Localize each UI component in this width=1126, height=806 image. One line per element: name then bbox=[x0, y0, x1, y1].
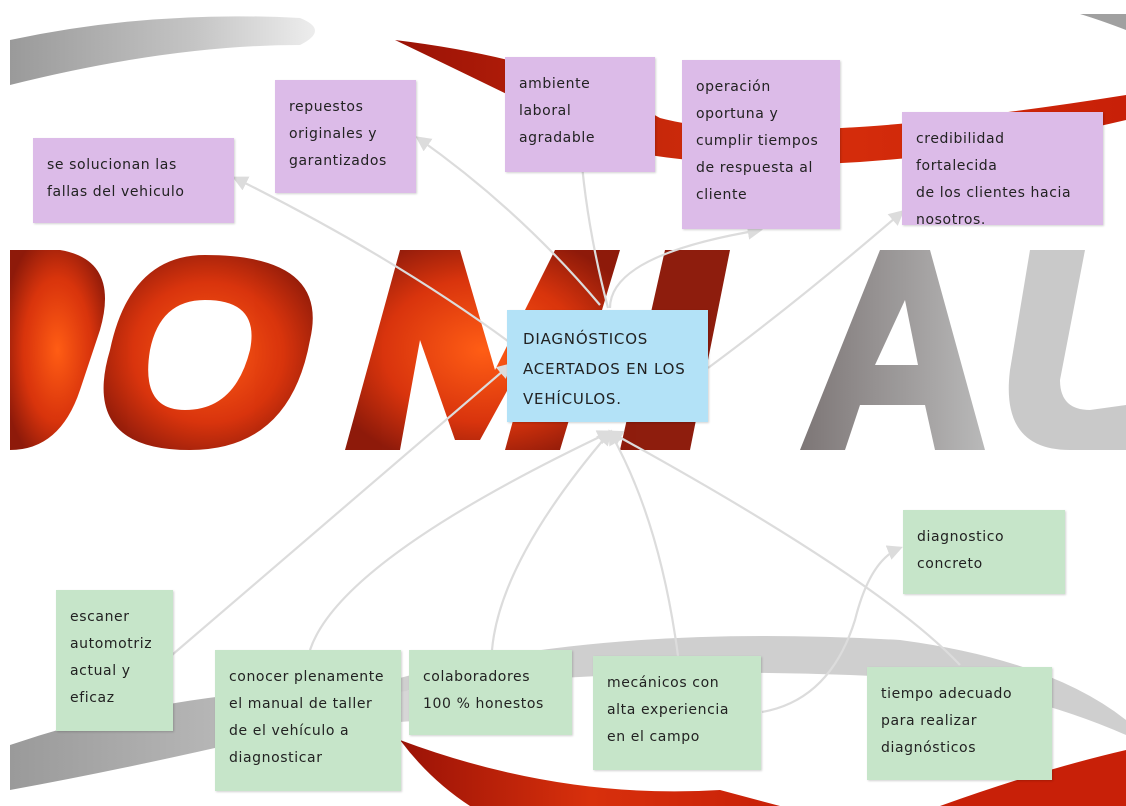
arrow-from-cause-4 bbox=[608, 429, 680, 657]
cause-label-6: tiempo adecuado para realizar diagnóstic… bbox=[881, 686, 1013, 756]
cause-label-1: escaner automotriz actual y eficaz bbox=[70, 609, 153, 706]
cause-label-5: diagnostico concreto bbox=[917, 529, 1005, 572]
arrow-to-effect-1 bbox=[232, 176, 521, 351]
central-topic-label: DIAGNÓSTICOS ACERTADOS EN LOS VEHÍCULOS. bbox=[523, 330, 686, 408]
arrow-to-cause-5 bbox=[761, 545, 903, 714]
effect-label-1: se solucionan las fallas del vehiculo bbox=[47, 157, 185, 200]
effect-node-3[interactable]: ambiente laboral agradable bbox=[505, 57, 655, 172]
effect-label-4: operación oportuna y cumplir tiempos de … bbox=[696, 79, 819, 203]
cause-node-6[interactable]: tiempo adecuado para realizar diagnóstic… bbox=[867, 667, 1052, 780]
arrow-to-effect-5 bbox=[707, 209, 905, 369]
central-topic-node[interactable]: DIAGNÓSTICOS ACERTADOS EN LOS VEHÍCULOS. bbox=[507, 310, 708, 422]
effect-label-3: ambiente laboral agradable bbox=[519, 76, 596, 146]
effect-label-5: credibilidad fortalecida de los clientes… bbox=[916, 131, 1072, 228]
effect-label-2: repuestos originales y garantizados bbox=[289, 99, 387, 169]
cause-node-2[interactable]: conocer plenamente el manual de taller d… bbox=[215, 650, 401, 791]
cause-node-4[interactable]: mecánicos con alta experiencia en el cam… bbox=[593, 656, 761, 770]
cause-node-1[interactable]: escaner automotriz actual y eficaz bbox=[56, 590, 173, 731]
cause-node-3[interactable]: colaboradores 100 % honestos bbox=[409, 650, 572, 735]
cause-label-3: colaboradores 100 % honestos bbox=[423, 669, 544, 712]
effect-node-4[interactable]: operación oportuna y cumplir tiempos de … bbox=[682, 60, 840, 229]
cause-label-4: mecánicos con alta experiencia en el cam… bbox=[607, 675, 730, 745]
arrow-to-effect-4 bbox=[608, 224, 764, 309]
arrow-to-effect-2 bbox=[415, 136, 601, 306]
cause-node-5[interactable]: diagnostico concreto bbox=[903, 510, 1065, 594]
effect-node-2[interactable]: repuestos originales y garantizados bbox=[275, 80, 416, 193]
effect-node-1[interactable]: se solucionan las fallas del vehiculo bbox=[33, 138, 234, 223]
arrow-from-cause-6 bbox=[607, 430, 961, 666]
arrow-from-cause-1 bbox=[171, 362, 513, 656]
cause-label-2: conocer plenamente el manual de taller d… bbox=[229, 669, 385, 766]
arrow-from-cause-3 bbox=[490, 429, 613, 651]
effect-node-5[interactable]: credibilidad fortalecida de los clientes… bbox=[902, 112, 1103, 228]
arrow-from-cause-2 bbox=[308, 430, 613, 651]
